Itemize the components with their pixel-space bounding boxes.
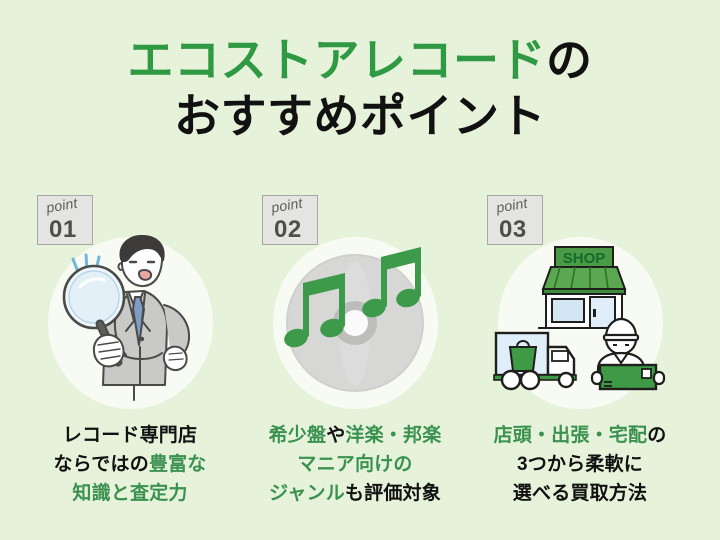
caption-segment: 知識と査定力: [72, 482, 188, 504]
caption-line: 3つから柔軟に: [460, 451, 700, 480]
point-column-2: point 02 希少盤や洋楽・邦楽 マニア向けの ジャンルも評価対象: [235, 190, 475, 520]
caption-line: 選べる買取方法: [460, 480, 700, 509]
page-title: エコストアレコードの おすすめポイント: [0, 32, 720, 144]
point-badge-label-1: point: [45, 194, 79, 216]
point-badge-number-1: 01: [49, 216, 77, 243]
point-badge-label-3: point: [495, 194, 529, 216]
caption-line: ならではの豊富な: [10, 451, 250, 480]
caption-segment: や: [326, 425, 346, 446]
caption-segment: 3つから柔軟に: [517, 453, 643, 475]
caption-line: 希少盤や洋楽・邦楽: [235, 422, 475, 451]
point-badge-label-2: point: [270, 194, 304, 216]
caption-segment: 店頭・出張・宅配: [493, 425, 648, 446]
point-badge-number-3: 03: [499, 216, 527, 243]
point-caption-3: 店頭・出張・宅配の 3つから柔軟に 選べる買取方法: [460, 422, 700, 509]
illustration-businessman-with-magnifying-glass: [30, 235, 230, 410]
caption-segment: 豊富な: [148, 453, 207, 475]
point-badge-number-2: 02: [274, 216, 302, 243]
caption-segment: 洋楽・邦楽: [345, 425, 442, 446]
caption-segment: ならではの: [53, 453, 149, 475]
title-line-2: おすすめポイント: [0, 88, 720, 144]
point-caption-2: 希少盤や洋楽・邦楽 マニア向けの ジャンルも評価対象: [235, 422, 475, 509]
caption-segment: ジャンル: [269, 482, 345, 504]
caption-line: マニア向けの: [235, 451, 475, 480]
point-caption-1: レコード専門店 ならではの豊富な 知識と査定力: [10, 422, 250, 509]
caption-line: 知識と査定力: [10, 480, 250, 509]
caption-line: ジャンルも評価対象: [235, 480, 475, 509]
point-badge-1: point 01: [37, 195, 93, 245]
title-brand-name: エコストアレコード: [127, 34, 546, 86]
caption-line: レコード専門店: [10, 422, 250, 451]
caption-segment: も評価対象: [344, 482, 441, 504]
svg-text:SHOP: SHOP: [563, 250, 606, 267]
caption-segment: 希少盤: [268, 425, 327, 446]
caption-segment: 選べる買取方法: [512, 482, 648, 504]
point-column-1: point 01 レコード専門店 ならではの豊富な 知識と査定力: [10, 190, 250, 520]
point-column-3: SHOP: [460, 190, 700, 520]
title-line-1: エコストアレコードの: [0, 32, 720, 88]
title-line-1-suffix: の: [546, 34, 593, 86]
caption-segment: レコード専門店: [62, 425, 198, 446]
illustration-shop-truck-and-courier: SHOP: [480, 235, 680, 410]
title-line-2-text: おすすめポイント: [174, 90, 546, 143]
caption-segment: マニア向けの: [297, 453, 413, 475]
point-badge-2: point 02: [262, 195, 318, 245]
illustration-cd-disc-with-music-notes: [255, 235, 455, 410]
caption-segment: の: [647, 425, 667, 446]
caption-line: 店頭・出張・宅配の: [460, 422, 700, 451]
point-badge-3: point 03: [487, 195, 543, 245]
